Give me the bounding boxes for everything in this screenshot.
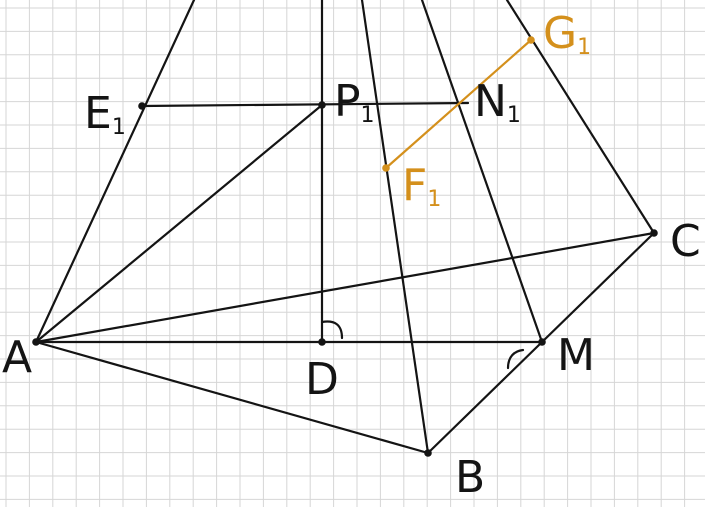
right-angle-mark-m bbox=[506, 348, 525, 370]
point-p1 bbox=[318, 101, 326, 109]
label-d-letter: D bbox=[305, 354, 339, 405]
point-m bbox=[538, 338, 546, 346]
line-a-top bbox=[34, 0, 196, 344]
label-f1: F1 bbox=[402, 164, 441, 211]
label-p1-letter: P bbox=[334, 76, 361, 127]
point-e1 bbox=[138, 102, 146, 110]
label-d: D bbox=[305, 358, 339, 402]
segment-a-c bbox=[34, 231, 656, 344]
point-f1 bbox=[382, 164, 390, 172]
segment-e1-n1 bbox=[140, 101, 470, 108]
label-n1-sub: 1 bbox=[506, 103, 521, 128]
label-m-letter: M bbox=[557, 330, 595, 381]
point-b bbox=[424, 449, 432, 457]
label-c: C bbox=[670, 220, 701, 264]
label-e1-sub: 1 bbox=[111, 115, 126, 140]
right-angle-mark-d bbox=[320, 320, 344, 340]
line-top-m bbox=[420, 0, 544, 344]
segment-a-b bbox=[34, 340, 430, 455]
label-g1-sub: 1 bbox=[577, 35, 592, 60]
label-b: B bbox=[455, 456, 485, 500]
line-top-b bbox=[360, 0, 430, 455]
label-b-letter: B bbox=[455, 452, 486, 503]
label-a-letter: A bbox=[2, 332, 33, 383]
label-g1: G1 bbox=[543, 12, 591, 59]
label-e1: E1 bbox=[84, 92, 126, 139]
label-n1-letter: N bbox=[474, 76, 507, 127]
segment-a-p1 bbox=[34, 103, 324, 344]
label-f1-letter: F bbox=[402, 160, 428, 211]
segment-f1-g1 bbox=[384, 38, 533, 170]
label-g1-letter: G bbox=[543, 8, 578, 59]
label-e1-letter: E bbox=[84, 88, 112, 139]
point-a bbox=[32, 338, 40, 346]
label-m: M bbox=[557, 334, 595, 378]
label-p1: P1 bbox=[334, 80, 375, 127]
label-c-letter: C bbox=[670, 216, 701, 267]
point-d bbox=[318, 338, 326, 346]
point-c bbox=[650, 229, 658, 237]
label-a: A bbox=[2, 336, 32, 380]
label-f1-sub: 1 bbox=[427, 187, 442, 212]
label-n1: N1 bbox=[474, 80, 521, 127]
label-p1-sub: 1 bbox=[360, 103, 375, 128]
point-g1 bbox=[527, 36, 535, 44]
